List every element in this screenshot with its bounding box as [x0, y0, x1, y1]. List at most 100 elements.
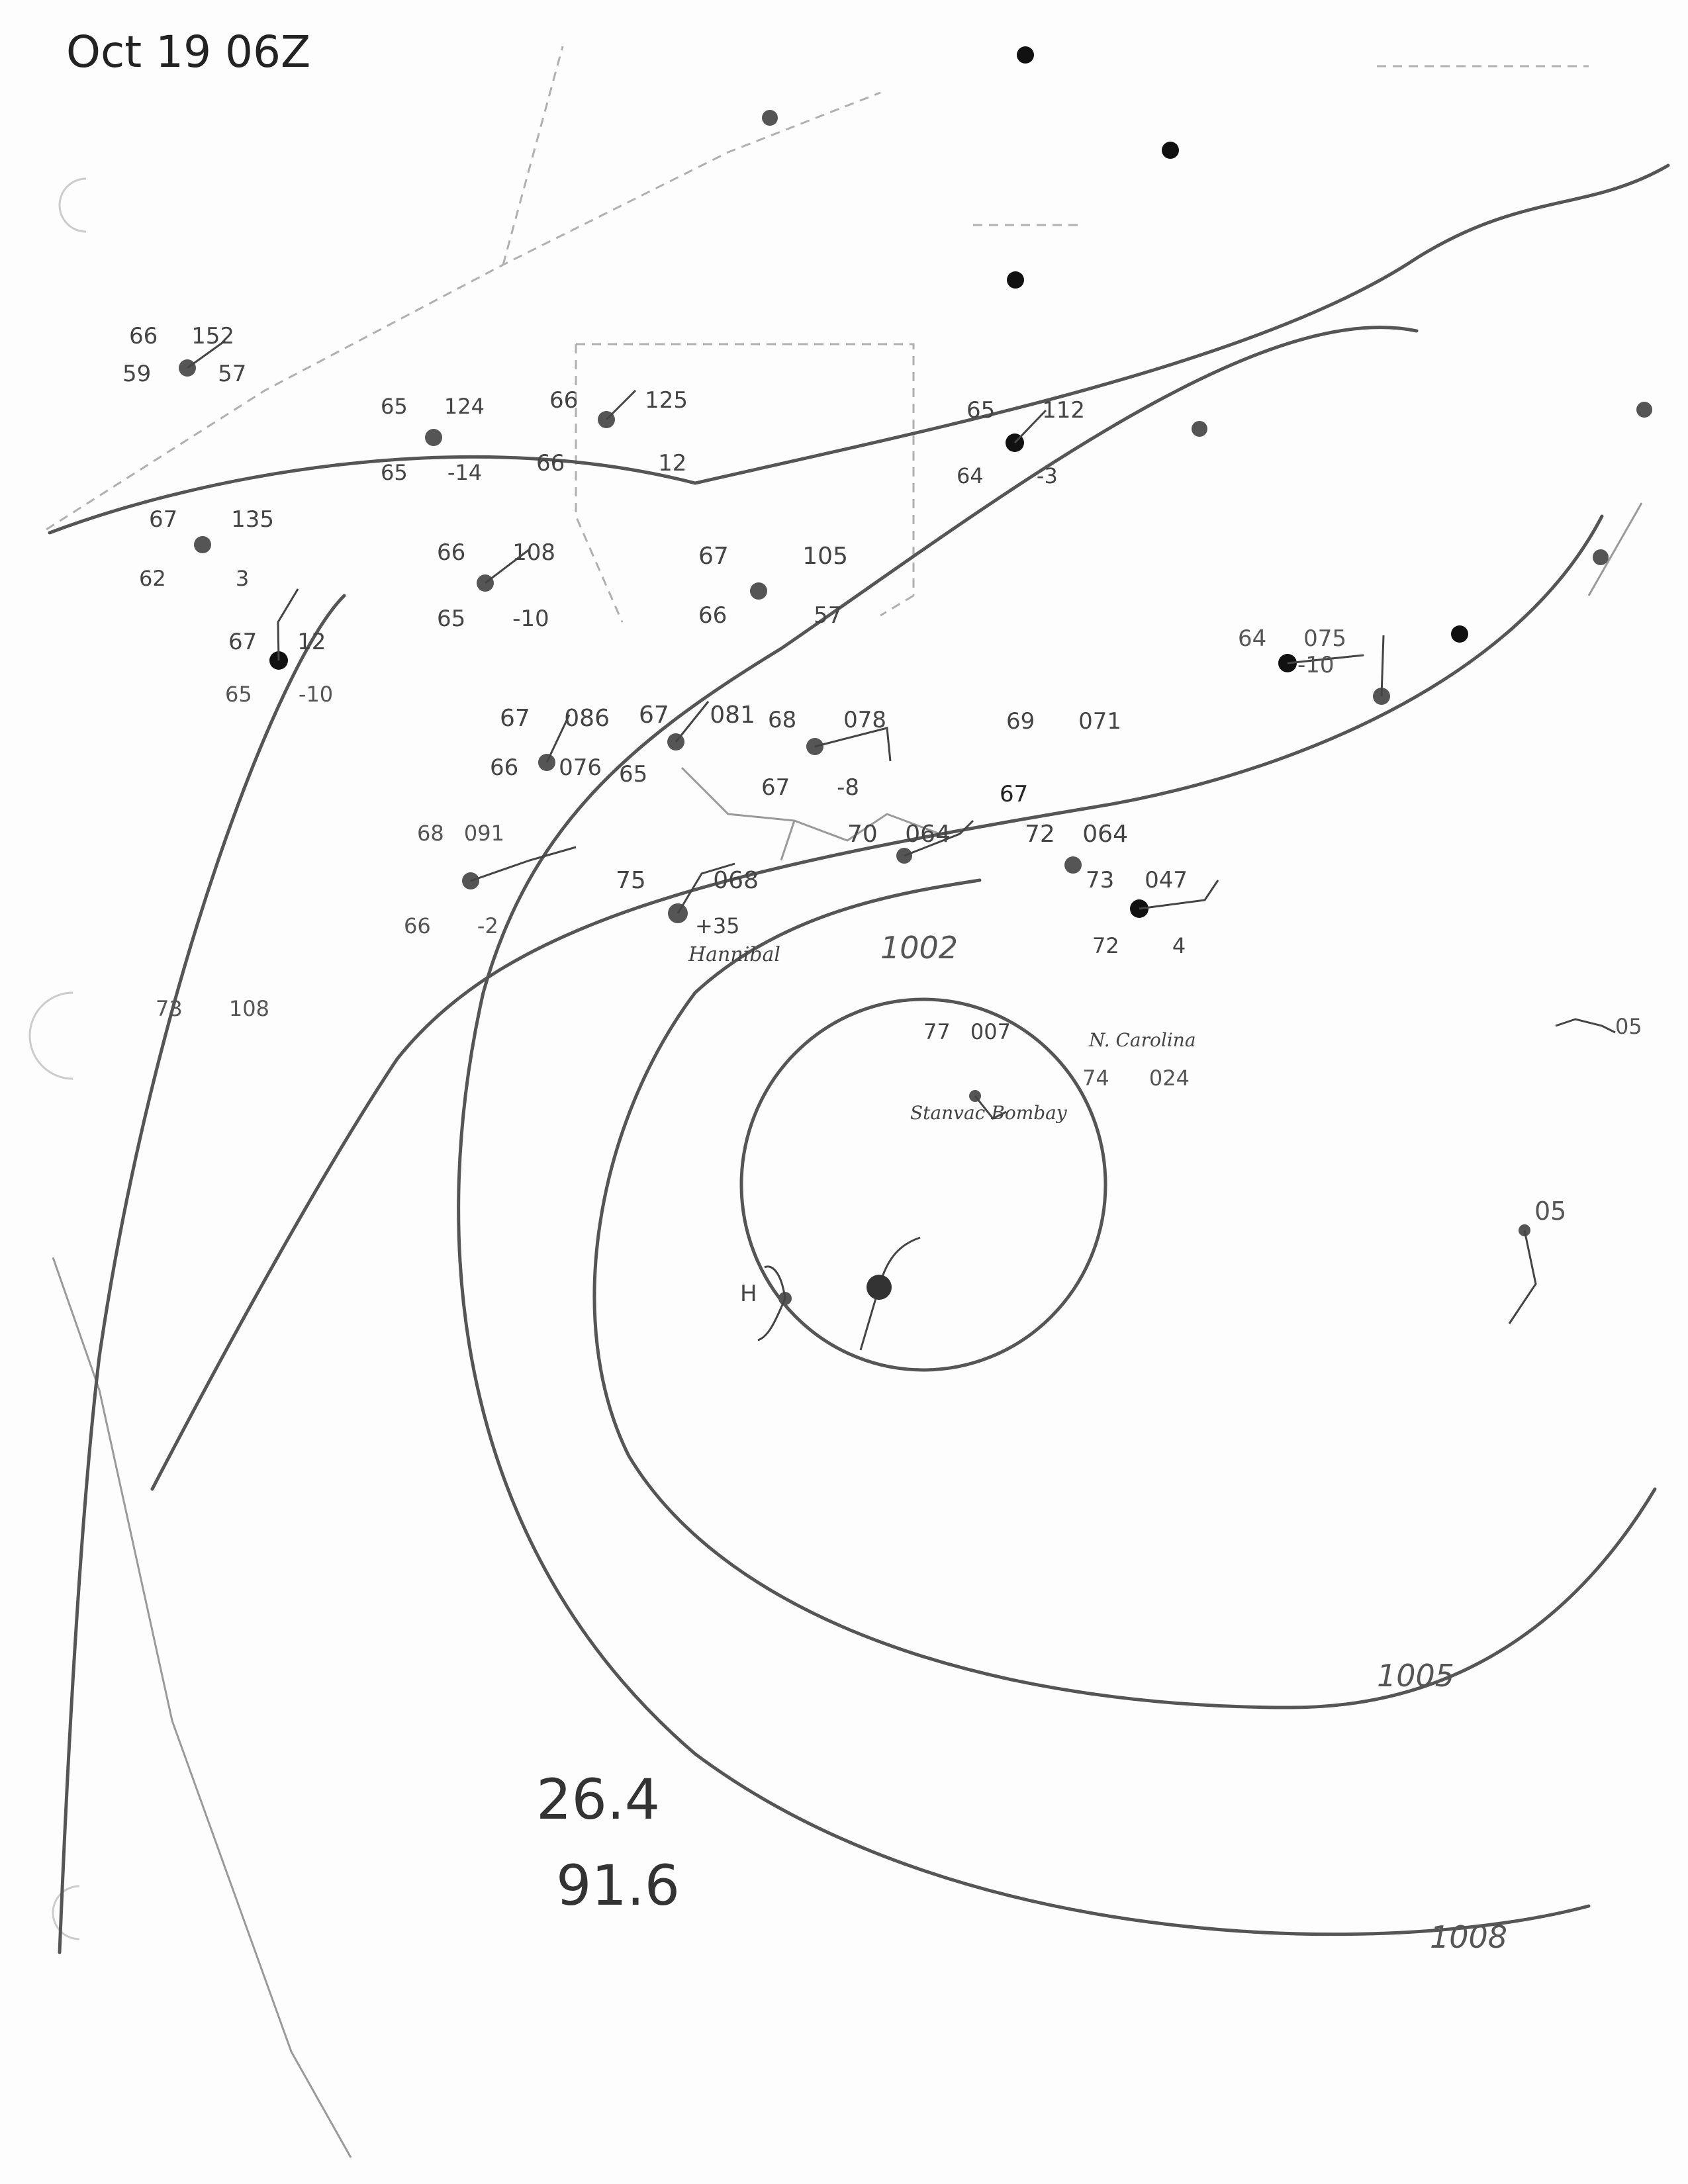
- station-tendency: 4: [1172, 933, 1186, 958]
- ship-label: Hannibal: [688, 943, 780, 966]
- station-obs: 66 12: [536, 450, 686, 477]
- station-tendency: -8: [837, 774, 859, 801]
- station-obs: 59 57: [122, 361, 246, 387]
- station-obs: +35: [695, 913, 740, 938]
- station-tendency: -10: [1297, 652, 1335, 678]
- station-dew: 67: [1000, 781, 1029, 807]
- station-dot: [1162, 142, 1179, 159]
- high-marker: H: [740, 1281, 757, 1307]
- station-dew: 65: [437, 606, 466, 632]
- station-obs: 67 12: [228, 629, 326, 655]
- station-tendency: +35: [695, 913, 740, 938]
- station-pressure: 108: [512, 539, 555, 566]
- station-obs: 77 007: [923, 1019, 1011, 1044]
- east-station-label: 05: [1534, 1197, 1567, 1226]
- station-temp: 67: [698, 543, 729, 570]
- station-dew: 72: [1092, 933, 1119, 958]
- station-pressure: 135: [231, 506, 274, 533]
- station-tendency: -10: [298, 682, 334, 707]
- station-pressure: 064: [905, 821, 951, 848]
- station-obs: 72 4: [1092, 933, 1186, 958]
- station-dot: [1636, 402, 1652, 418]
- station-obs: 67 135: [149, 506, 274, 533]
- station-dot: [1192, 421, 1207, 437]
- station-temp: 67: [228, 629, 258, 655]
- station-temp: 73: [1086, 867, 1115, 893]
- station-temp: 67: [149, 506, 178, 533]
- station-obs: 62 3: [139, 566, 249, 591]
- station-obs: 66 125: [549, 387, 688, 414]
- state-borders: [46, 46, 1589, 623]
- ship-label: N. Carolina: [1089, 1029, 1196, 1051]
- station-pressure: 078: [843, 707, 886, 733]
- station-pressure: 091: [463, 821, 504, 846]
- station-obs: 66 57: [698, 602, 842, 629]
- station-temp: 65: [966, 397, 996, 424]
- station-dot: [1007, 271, 1024, 289]
- station-dew: 66: [536, 450, 565, 477]
- station-pressure: 125: [645, 387, 688, 414]
- station-dew: 66: [490, 754, 519, 781]
- station-temp: 70: [847, 821, 878, 848]
- station-dot: [762, 110, 778, 126]
- station-dew: 66: [404, 913, 431, 938]
- station-obs: 67: [1000, 781, 1028, 807]
- station-obs: 68 091: [417, 821, 504, 846]
- station-obs: 65 -10: [225, 682, 333, 707]
- station-dew: 66: [698, 602, 727, 629]
- station-obs: 65 -14: [381, 460, 482, 485]
- station-pressure: 081: [710, 702, 755, 729]
- center-latitude: 26.4: [536, 1767, 661, 1832]
- station-obs: 73 047: [1086, 867, 1188, 893]
- station-obs: 64 -3: [957, 463, 1058, 488]
- station-obs: 67 -8: [761, 774, 859, 801]
- isobars: [48, 163, 1670, 1954]
- isobar-1005: [592, 878, 1657, 1709]
- isobar-outer: [48, 163, 1670, 535]
- station-dew: 64: [957, 463, 984, 488]
- station-obs: 70 064: [847, 821, 951, 848]
- station-tendency: -2: [477, 913, 498, 938]
- station-dew: 62: [139, 566, 166, 591]
- coastline: [52, 502, 1643, 2158]
- station-obs: 68 078: [768, 707, 886, 733]
- isobar-1002: [739, 997, 1107, 1372]
- station-dew: 65: [619, 761, 648, 788]
- station-dot: [1017, 46, 1034, 64]
- station-temp: 68: [768, 707, 797, 733]
- station-dew: 65: [225, 682, 252, 707]
- low-center: [867, 1275, 892, 1300]
- station-temp: 75: [616, 867, 646, 894]
- station-obs: 67 086: [500, 705, 610, 732]
- isobar-label: 1005: [1377, 1658, 1455, 1694]
- station-pressure: 112: [1042, 397, 1085, 424]
- isobar-1008-outer: [150, 514, 1604, 1491]
- station-dot: [425, 429, 442, 446]
- station-obs: 69 071: [1006, 708, 1121, 735]
- station-pressure: 124: [444, 394, 485, 419]
- station-pressure: 047: [1145, 867, 1188, 893]
- station-obs: 67 105: [698, 543, 848, 570]
- station-tendency: 57: [814, 602, 843, 629]
- station-dot: [1451, 625, 1468, 643]
- station-pressure: 086: [564, 705, 610, 732]
- station-pressure: 071: [1078, 708, 1121, 735]
- binder-holes: [28, 177, 87, 1940]
- station-obs: 66 076: [490, 754, 602, 781]
- station-tendency: 57: [218, 361, 247, 387]
- station-dew: 65: [381, 460, 408, 485]
- station-obs: 67 081: [639, 702, 755, 729]
- ship-label: Stanvac Bombay: [910, 1102, 1067, 1124]
- station-temp: 73: [156, 996, 183, 1021]
- station-dew: 67: [761, 774, 790, 801]
- page-title: Oct 19 06Z: [66, 26, 311, 77]
- station-temp: 66: [437, 539, 466, 566]
- east-station-label: 05: [1615, 1014, 1642, 1039]
- station-obs: 75 068: [616, 867, 759, 894]
- station-temp: 68: [417, 821, 444, 846]
- station-pressure: 12: [297, 629, 326, 655]
- station-pressure: 108: [228, 996, 269, 1021]
- station-obs: 65 112: [966, 397, 1085, 424]
- station-obs: 72 064: [1025, 821, 1128, 848]
